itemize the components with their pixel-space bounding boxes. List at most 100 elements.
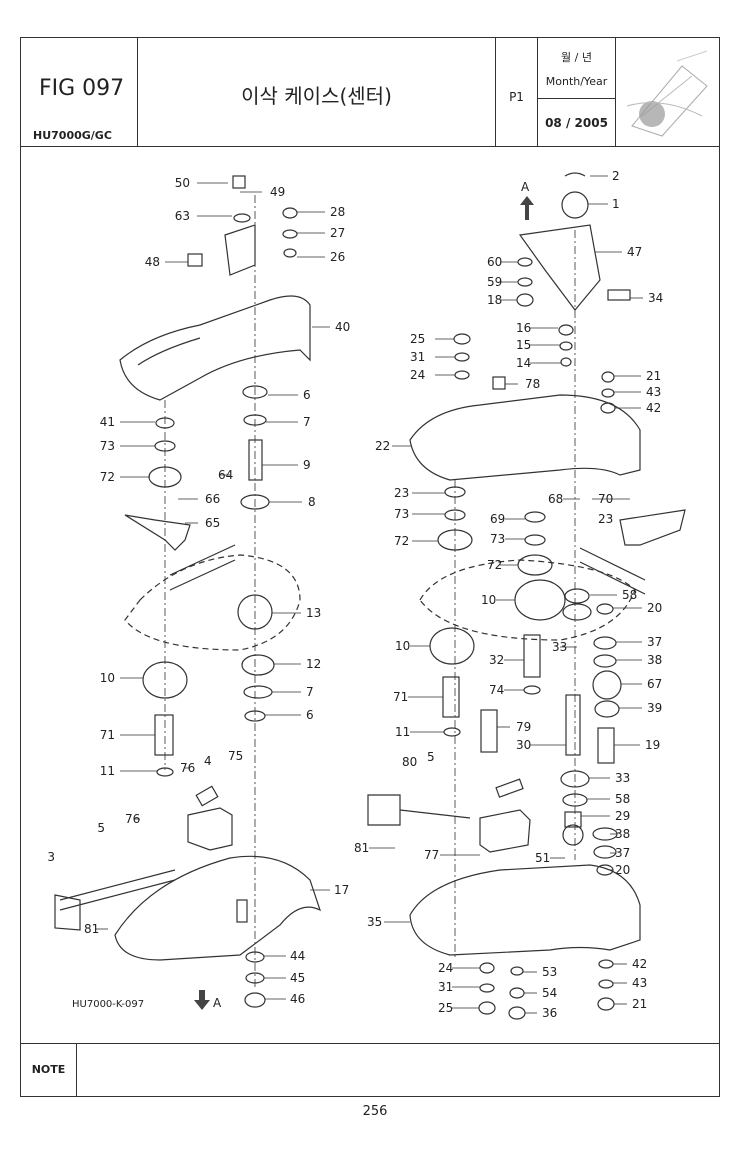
left-callout-50: 50 (175, 176, 190, 190)
right-callout-47: 47 (627, 245, 642, 259)
right-callout-33: 33 (552, 640, 567, 654)
page-title: 이삭 케이스(센터) (241, 84, 392, 108)
right-callout-20: 20 (615, 863, 630, 877)
lower-case-right (409, 864, 641, 956)
right-callout-18: 18 (487, 293, 502, 307)
left-callout-63: 63 (175, 209, 190, 223)
title-block: FIG 097 HU7000G/GC 이삭 케이스(센터) P1 월 / 년 M… (21, 38, 719, 147)
month-year-en: Month/Year (545, 75, 608, 88)
right-callout-2: 2 (612, 169, 620, 183)
left-callout-72: 72 (100, 470, 115, 484)
left-callout-76: 76 (180, 761, 195, 775)
arrow-a-down: A (194, 990, 222, 1010)
fork-3 (54, 894, 81, 931)
right-callout-53: 53 (542, 965, 557, 979)
page-number: 256 (362, 1104, 388, 1119)
tension-arm-right (619, 509, 686, 546)
right-callout-74: 74 (489, 683, 504, 697)
right-callout-35: 35 (367, 915, 382, 929)
lower-case-left (114, 855, 322, 961)
left-callout-46: 46 (290, 992, 305, 1006)
right-callout-79: 79 (516, 720, 531, 734)
right-callout-25: 25 (410, 332, 425, 346)
fig-cell: FIG 097 HU7000G/GC (21, 38, 138, 146)
bracket-77 (479, 809, 531, 853)
right-callout-15: 15 (516, 338, 531, 352)
right-callout-58: 58 (622, 588, 637, 602)
left-callout-10: 10 (100, 671, 115, 685)
right-callout-33: 33 (615, 771, 630, 785)
right-callout-25: 25 (438, 1001, 453, 1015)
left-callout-12: 12 (306, 657, 321, 671)
left-callout-75: 75 (228, 749, 243, 763)
right-callout-43: 43 (632, 976, 647, 990)
right-callout-39: 39 (647, 701, 662, 715)
left-callout-44: 44 (290, 949, 305, 963)
right-callout-69: 69 (490, 512, 505, 526)
left-callout-41: 41 (100, 415, 115, 429)
left-callout-64: 64 (218, 468, 233, 482)
right-callout-14: 14 (516, 356, 531, 370)
left-callout-6: 6 (303, 388, 311, 402)
right-callout-73: 73 (490, 532, 505, 546)
right-callout-72: 72 (394, 534, 409, 548)
left-callout-26: 26 (330, 250, 345, 264)
left-callout-45: 45 (290, 971, 305, 985)
right-callout-54: 54 (542, 986, 557, 1000)
note-row: NOTE (21, 1043, 719, 1096)
left-callout-8: 8 (308, 495, 316, 509)
drawing-code: HU7000-K-097 (72, 999, 144, 1010)
right-callout-24: 24 (438, 961, 453, 975)
chain-64 (169, 544, 236, 591)
left-callout-4: 4 (204, 754, 212, 768)
right-callout-10: 10 (481, 593, 496, 607)
right-callout-19: 19 (645, 738, 660, 752)
month-year-ko: 월 / 년 (561, 51, 592, 64)
right-callout-72: 72 (487, 558, 502, 572)
left-callout-7: 7 (303, 415, 311, 429)
right-callout-43: 43 (646, 385, 661, 399)
note-label: NOTE (21, 1044, 77, 1096)
right-callout-5: 5 (427, 750, 435, 764)
svg-text:A: A (521, 180, 530, 194)
left-callout-13: 13 (306, 606, 321, 620)
right-callout-42: 42 (646, 401, 661, 415)
right-callout-59: 59 (487, 275, 502, 289)
stay-plate-49 (224, 224, 256, 276)
right-callout-37: 37 (647, 635, 662, 649)
left-callout-11: 11 (100, 764, 115, 778)
left-callout-80: 80 (402, 755, 417, 769)
left-callout-17: 17 (334, 883, 349, 897)
left-callout-66: 66 (205, 492, 220, 506)
left-callout-5: 5 (97, 821, 105, 835)
drawing-frame: FIG 097 HU7000G/GC 이삭 케이스(센터) P1 월 / 년 M… (20, 37, 720, 1097)
right-callout-31: 31 (438, 980, 453, 994)
left-callout-76: 76 (125, 812, 140, 826)
right-callout-11: 11 (395, 725, 410, 739)
left-callout-7: 7 (306, 685, 314, 699)
model-code: HU7000G/GC (33, 129, 112, 142)
right-callout-32: 32 (489, 653, 504, 667)
chain-loop-right (419, 559, 636, 641)
right-callout-51: 51 (535, 851, 550, 865)
right-callout-30: 30 (516, 738, 531, 752)
right-callout-78: 78 (525, 377, 540, 391)
page-cell: P1 (496, 38, 538, 146)
bracket-47 (518, 224, 601, 311)
date-value: 08 / 2005 (545, 116, 608, 130)
left-callout-71: 71 (100, 728, 115, 742)
right-callout-77: 77 (424, 848, 439, 862)
right-callout-20: 20 (647, 601, 662, 615)
stamp-cell (616, 38, 719, 146)
right-callout-38: 38 (647, 653, 662, 667)
right-callout-10: 10 (395, 639, 410, 653)
right-callout-68: 68 (548, 492, 563, 506)
right-callout-42: 42 (632, 957, 647, 971)
shaft-3 (59, 869, 176, 911)
svg-text:A: A (213, 996, 222, 1010)
divider (538, 98, 615, 99)
upper-case-right (409, 394, 641, 481)
fork-80 (367, 794, 401, 826)
left-callout-73: 73 (100, 439, 115, 453)
